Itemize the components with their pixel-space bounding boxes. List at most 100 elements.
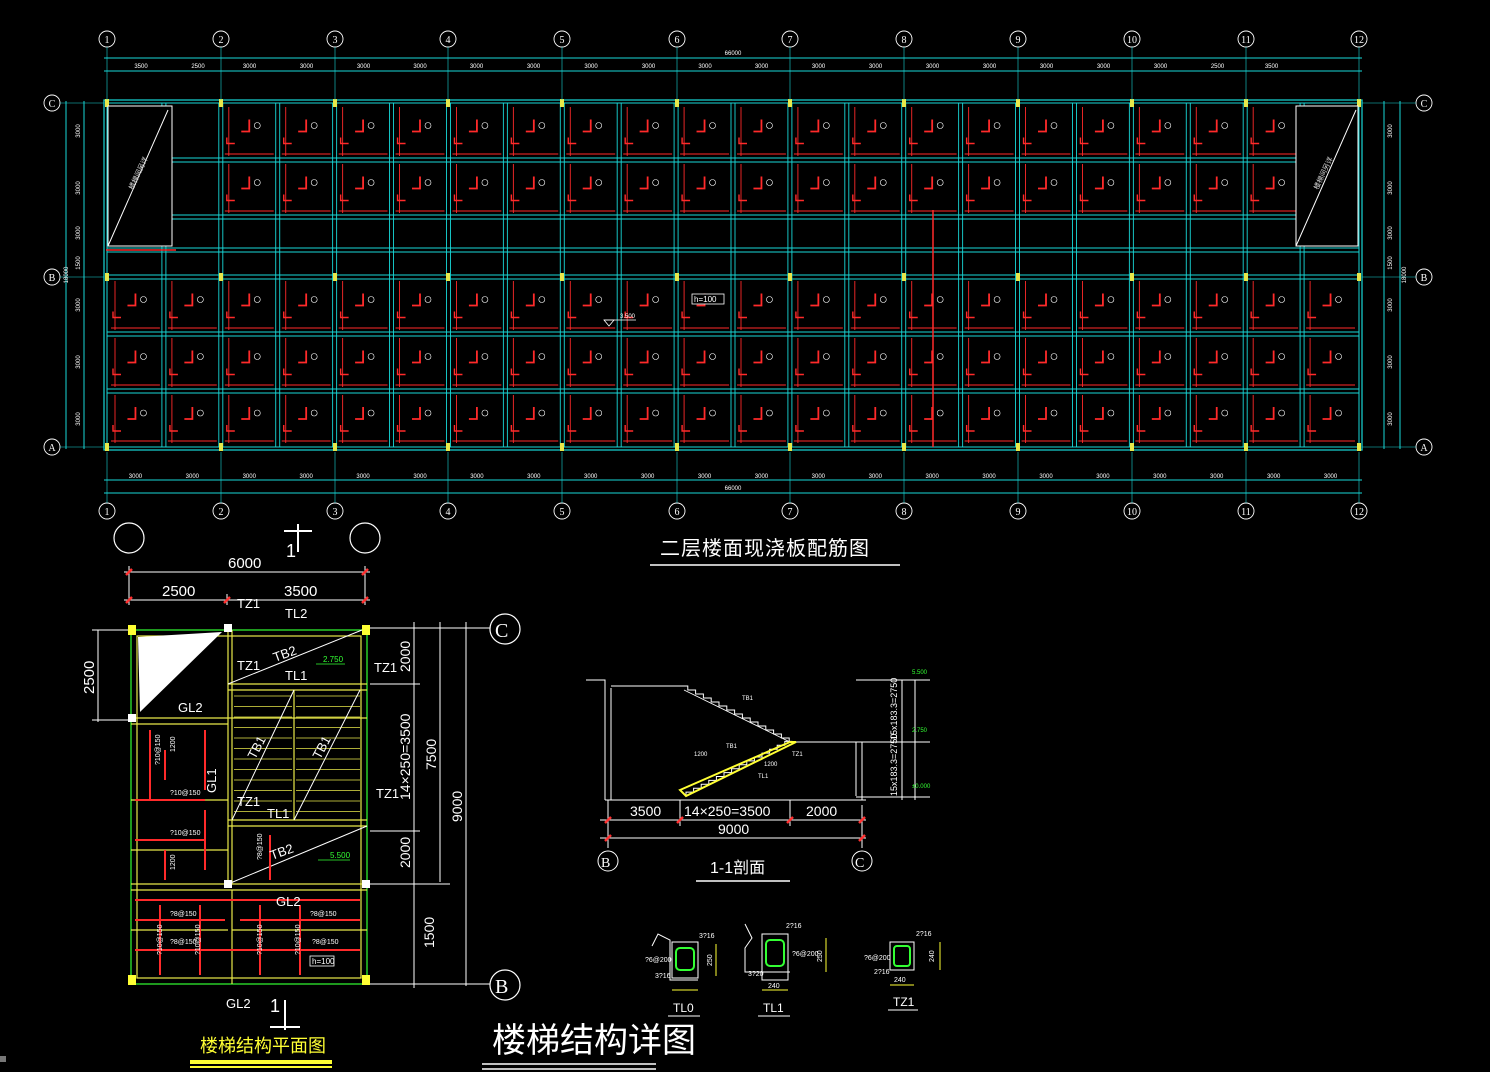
stair-rebar-label-2: 1200	[170, 736, 177, 752]
section-vdim-1: 15x183.3=2750	[889, 678, 899, 740]
rebar-bottom-bar	[1193, 425, 1203, 432]
stair-label-tb2-low: TB2	[268, 841, 296, 863]
rebar-tag-circle	[993, 353, 1001, 360]
rebar-top-bar	[867, 407, 877, 420]
rebar-tag-circle	[879, 296, 887, 303]
rebar-bottom-bar	[738, 137, 747, 145]
rebar-bottom-bar	[1136, 311, 1146, 319]
plan-dim-total-top: 66000	[725, 51, 742, 57]
stair-rebar-label-1: ?10@150	[155, 734, 162, 765]
rebar-top-bar	[1208, 407, 1218, 420]
stair-rebar-label-6: ?8@150	[257, 833, 264, 860]
rebar-top-bar	[753, 176, 763, 190]
axis-label: 10	[1127, 507, 1137, 518]
rebar-tag-circle	[652, 179, 659, 186]
rebar-top-bar	[753, 293, 763, 307]
rebar-top-bar	[241, 119, 251, 133]
rebar-bottom-bar	[965, 368, 975, 376]
plan-dim-bottom: 3000	[1210, 474, 1224, 480]
rebar-top-bar	[582, 119, 592, 133]
rebar-tag-circle	[823, 409, 830, 417]
rebar-top-bar	[468, 350, 478, 364]
rebar-top-bar	[867, 293, 877, 307]
rebar-top-bar	[1094, 293, 1104, 307]
plan-dim-top: 3500	[134, 64, 148, 70]
rebar-tag-circle	[595, 296, 603, 303]
rebar-tag-circle	[766, 353, 773, 360]
rebar-bottom-bar	[169, 311, 178, 319]
rebar-top-bar	[1094, 407, 1104, 420]
rebar-top-bar	[355, 293, 364, 307]
stair-label-tl1-low: TL1	[267, 806, 289, 821]
rebar-top-bar	[810, 350, 820, 364]
rebar-top-bar	[1265, 176, 1275, 190]
rebar-bottom-bar	[453, 368, 463, 376]
plan-dim-bottom: 3000	[1324, 474, 1338, 480]
axis-label: 4	[446, 35, 451, 46]
rebar-bottom-bar	[567, 368, 577, 376]
rebar-top-bar	[412, 407, 421, 420]
plan-dim-top: 3500	[1265, 64, 1279, 70]
plan-dim-side-right: 3000	[1388, 355, 1394, 369]
plan-dim-side-left: 1500	[76, 256, 82, 270]
rebar-tag-circle	[993, 296, 1001, 303]
stair-label-gl2-bottom: GL2	[226, 996, 251, 1011]
rebar-top-bar	[1265, 293, 1275, 307]
rebar-top-bar	[639, 350, 649, 364]
rebar-bottom-bar	[1250, 368, 1260, 376]
axis-label: 11	[1241, 35, 1251, 46]
plan-dim-top: 3000	[869, 64, 883, 70]
rebar-bottom-bar	[1079, 311, 1089, 319]
plan-column	[902, 443, 906, 451]
rebar-top-bar	[184, 293, 194, 307]
rebar-bottom-bar	[1193, 311, 1203, 319]
rebar-tag-circle	[197, 353, 204, 360]
plan-dim-bottom: 3000	[1153, 474, 1167, 480]
rebar-tag-circle	[1050, 296, 1058, 303]
rebar-bottom-bar	[339, 137, 349, 145]
stair-hole-right: 楼梯间另详	[1295, 105, 1359, 247]
rebar-top-bar	[1322, 293, 1332, 307]
stair-rebar-label-5: 1200	[170, 854, 177, 870]
rebar-tag-circle	[1050, 353, 1058, 360]
section-upper-soffit	[683, 689, 791, 743]
rebar-tag-circle	[1278, 179, 1285, 186]
plan-dim-depth-right: 18000	[1402, 266, 1408, 283]
rebar-bottom-bar	[852, 137, 861, 145]
rebar-bottom-bar	[738, 425, 747, 432]
rebar-top-bar	[525, 293, 535, 307]
tz1-rebar-bottom: 2?16	[874, 969, 890, 976]
plan-column	[1244, 273, 1248, 281]
rebar-tag-circle	[879, 179, 887, 186]
rebar-top-bar	[867, 176, 877, 190]
stair-rebar-label-14: ?10@150	[295, 924, 302, 955]
rebar-tag-circle	[1107, 353, 1115, 360]
section-dim-3: 2000	[806, 803, 837, 819]
rebar-tag-circle	[310, 179, 318, 186]
rebar-tag-circle	[253, 353, 261, 360]
rebar-top-bar	[355, 176, 364, 190]
plan-dim-depth-left: 18000	[64, 266, 70, 283]
rebar-top-bar	[696, 350, 706, 364]
rebar-tag-circle	[1221, 296, 1229, 303]
rebar-bottom-bar	[624, 194, 634, 202]
rebar-top-bar	[810, 176, 820, 190]
stair-level-5500: 5.500	[330, 851, 351, 860]
rebar-top-bar	[184, 350, 194, 364]
rebar-bottom-bar	[681, 194, 691, 202]
rebar-tag-circle	[993, 122, 1001, 129]
rebar-tag-circle	[253, 122, 261, 129]
rebar-top-bar	[127, 350, 137, 364]
rebar-top-bar	[525, 176, 535, 190]
section-level-1: 5.500	[912, 670, 928, 676]
plan-column	[675, 99, 679, 107]
rebar-tag-circle	[481, 353, 489, 360]
rebar-bottom-bar	[396, 311, 406, 319]
plan-column	[105, 99, 109, 107]
rebar-bottom-bar	[965, 194, 975, 202]
plan-dim-top: 3000	[698, 64, 712, 70]
section-vdim-2: 15x183.3=2750	[889, 734, 899, 796]
axis-label: 5	[560, 35, 565, 46]
rebar-top-bar	[924, 119, 934, 133]
